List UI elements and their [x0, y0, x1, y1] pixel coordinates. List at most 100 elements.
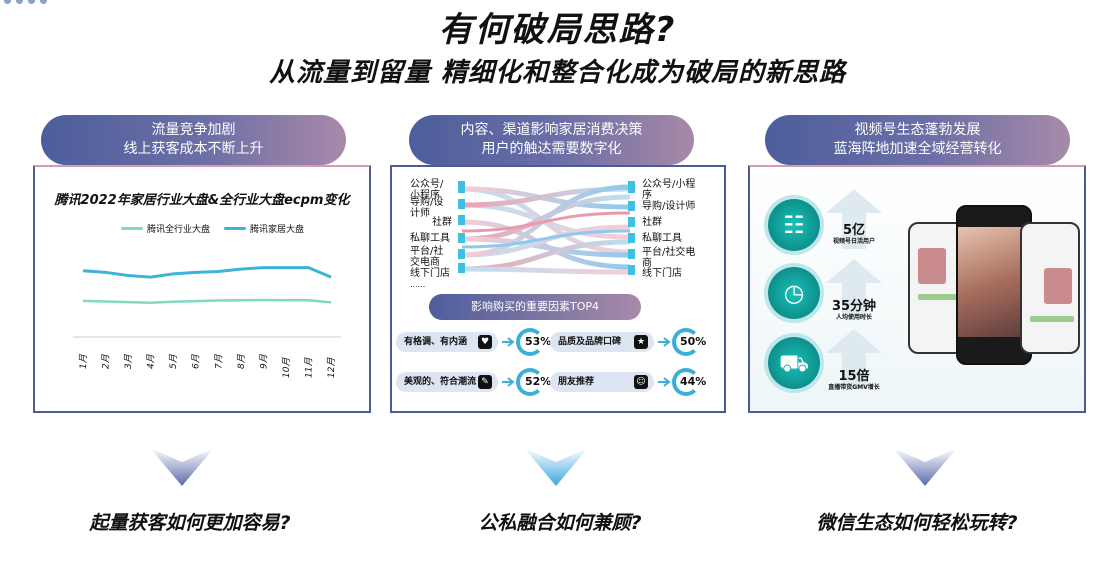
page-title: 有何破局思路?: [438, 10, 677, 50]
legend-item: 腾讯全行业大盘: [121, 222, 210, 235]
pill-traffic: 流量竞争加剧 线上获客成本不断上升: [41, 115, 346, 165]
x-tick-label: 3月: [123, 353, 134, 369]
question-3: 微信生态如何轻松玩转?: [816, 512, 1018, 534]
page-subtitle: 从流量到留量 精细化和整合化成为破局的新思路: [268, 58, 847, 88]
clock-icon: ◷: [768, 267, 820, 319]
factor-item: 美观的、符合潮流 ✎: [396, 372, 498, 392]
corner-dots: [4, 0, 47, 4]
percent-ring: [516, 328, 544, 356]
sankey-left-label: 私聊工具: [410, 233, 450, 244]
x-tick-label: 11月: [303, 357, 314, 378]
stat-gmv-growth: 15倍 直播带货GMV增长: [826, 365, 882, 392]
legend-label: 腾讯全行业大盘: [147, 225, 211, 235]
legend-label: 腾讯家居大盘: [250, 225, 305, 235]
star-icon: ★: [634, 335, 648, 349]
factor-pct: 44%: [680, 375, 707, 388]
stat-usage-time: 35分钟 人均使用时长: [826, 295, 882, 322]
sankey-left-label: 社群: [432, 217, 452, 228]
down-arrow-icon: [524, 448, 588, 486]
legend-swatch: [121, 227, 143, 230]
stat-caption: 人均使用时长: [835, 314, 872, 321]
down-arrow-icon: [150, 448, 214, 486]
chat-users-icon: ☷: [768, 199, 820, 251]
panel-video-stats: ☷ ◷ ⛟ 5亿 视频号日活用户 35分钟 人均使用时长 15倍 直播带货GMV…: [748, 165, 1086, 413]
legend-item: 腾讯家居大盘: [224, 222, 304, 235]
pill-line: 流量竞争加剧: [151, 122, 236, 138]
cart-icon: ⛟: [768, 337, 820, 389]
x-tick-label: 12月: [326, 357, 337, 378]
sankey-right-label: 线下门店: [642, 268, 682, 279]
factor-item: 品质及品牌口碑 ★: [550, 332, 654, 352]
phone-bubble: [1030, 316, 1074, 322]
brush-icon: ✎: [478, 375, 492, 389]
x-tick-label: 9月: [258, 353, 269, 369]
factor-item: 有格调、有内涵 ♥: [396, 332, 498, 352]
sankey-left-label: 导购/设计师: [410, 197, 444, 219]
stat-daily-users: 5亿 视频号日活用户: [826, 219, 882, 246]
sankey-right-label: 社群: [642, 217, 662, 228]
line-chart: 1月 2月 3月 4月 5月 6月 7月 8月 9月 10月 11月 12月: [73, 266, 341, 378]
x-tick-label: 6月: [191, 353, 202, 369]
sankey-ellipsis: ......: [410, 280, 426, 289]
up-arrow-icon: [826, 259, 882, 319]
factor-label: 朋友推荐: [558, 377, 595, 387]
pill-line: 视频号生态蓬勃发展: [854, 122, 981, 138]
x-tick-label: 8月: [236, 353, 247, 369]
x-tick-label: 2月: [101, 353, 112, 369]
chart-title: 腾讯2022年家居行业大盘&全行业大盘ecpm变化: [54, 193, 350, 208]
percent-ring: [672, 368, 700, 396]
percent-ring: [516, 368, 544, 396]
x-tick-label: 4月: [146, 353, 157, 369]
arrow-right-icon: [502, 377, 515, 387]
pill-line: 线上获客成本不断上升: [123, 141, 264, 157]
sankey-right-label: 导购/设计师: [642, 201, 696, 212]
video-frame: [958, 227, 1030, 337]
phone-right: [1020, 222, 1080, 354]
pill-line: 蓝海阵地加速全域经营转化: [833, 141, 1002, 157]
question-2: 公私融合如何兼顾?: [478, 512, 642, 534]
phone-thumb: [918, 248, 946, 284]
stat-value: 35分钟: [831, 299, 877, 314]
pill-line: 用户的触达需要数字化: [481, 141, 622, 157]
pill-line: 内容、渠道影响家居消费决策: [460, 122, 643, 138]
pill-video: 视频号生态蓬勃发展 蓝海阵地加速全域经营转化: [765, 115, 1070, 165]
up-arrow-icon: [826, 329, 882, 389]
pill-content: 内容、渠道影响家居消费决策 用户的触达需要数字化: [409, 115, 694, 165]
factor-label: 美观的、符合潮流: [404, 377, 477, 387]
sankey-left-label: 公众号/小程序: [410, 179, 444, 201]
series-line: [82, 298, 332, 304]
phone-center: [956, 205, 1032, 365]
chart-legend: 腾讯全行业大盘 腾讯家居大盘: [121, 222, 304, 235]
phone-thumb: [1044, 268, 1072, 304]
factors-title: 影响购买的重要因素TOP4: [429, 294, 641, 320]
panel-sankey: 公众号/小程序 导购/设计师 社群 私聊工具 平台/社交电商 线下门店 ....…: [390, 165, 726, 413]
arrow-right-icon: [658, 337, 671, 347]
sankey-right-label: 公众号/小程序: [642, 179, 696, 201]
x-tick-label: 5月: [168, 353, 179, 369]
percent-ring: [672, 328, 700, 356]
stat-value: 5亿: [842, 223, 866, 238]
up-arrow-icon: [826, 189, 882, 249]
hands-icon: ☺: [634, 375, 648, 389]
x-tick-label: 7月: [213, 353, 224, 369]
sankey-left-label: 线下门店: [410, 268, 450, 279]
sankey-left-label: 平台/社交电商: [410, 246, 444, 268]
question-1: 起量获客如何更加容易?: [89, 512, 291, 534]
sankey-right-label: 平台/社交电商: [642, 247, 696, 269]
factor-pct: 52%: [525, 375, 552, 388]
x-tick-label: 10月: [281, 357, 292, 378]
stat-caption: 直播带货GMV增长: [828, 384, 880, 391]
legend-swatch: [224, 227, 247, 230]
panel-ecpm-chart: 腾讯2022年家居行业大盘&全行业大盘ecpm变化 腾讯全行业大盘 腾讯家居大盘…: [33, 165, 371, 413]
factor-label: 有格调、有内涵: [404, 337, 468, 347]
x-tick-label: 1月: [78, 353, 89, 369]
sankey-right-label: 私聊工具: [642, 233, 682, 244]
down-arrow-icon: [893, 448, 957, 486]
factor-label: 品质及品牌口碑: [558, 337, 622, 347]
stat-value: 15倍: [838, 369, 870, 384]
stat-caption: 视频号日活用户: [832, 238, 875, 245]
factor-pct: 50%: [680, 335, 707, 348]
factor-item: 朋友推荐 ☺: [550, 372, 654, 392]
phone-bubble: [918, 294, 962, 300]
sankey-flows: [458, 181, 635, 275]
